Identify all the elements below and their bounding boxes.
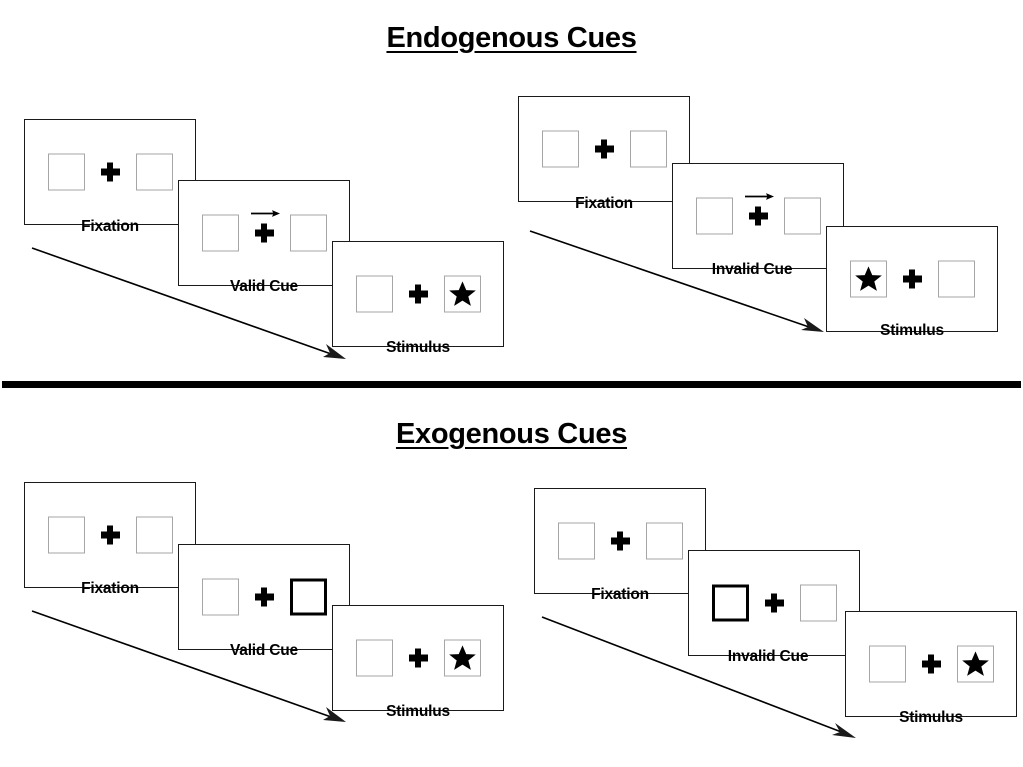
right-box: [443, 275, 481, 313]
left-box: [541, 130, 579, 168]
panel-label-fixation: Fixation: [591, 586, 649, 603]
right-box: [289, 214, 327, 252]
right-box: [629, 130, 667, 168]
panel-content: [673, 193, 843, 235]
panel-label-stimulus: Stimulus: [899, 709, 963, 726]
fixation-cross-icon: [254, 587, 274, 607]
panel-label-fixation: Fixation: [81, 218, 139, 235]
cue-slot: [744, 193, 774, 226]
right-box: [443, 639, 481, 677]
fixation-cross-icon: [902, 269, 922, 289]
panel-label-valid-cue: Valid Cue: [230, 278, 298, 295]
fixation-cross-icon: [100, 525, 120, 545]
cue-slot: [594, 139, 614, 159]
panel-label-fixation: Fixation: [81, 580, 139, 597]
panel-content: [689, 584, 859, 622]
star-icon: [448, 645, 476, 670]
panel-stimulus[interactable]: [332, 605, 504, 711]
panel-content: [179, 578, 349, 616]
panel-invalid-cue[interactable]: [688, 550, 860, 656]
panel-content: [25, 516, 195, 554]
fixation-cross-icon: [610, 531, 630, 551]
cue-slot: [250, 210, 280, 243]
section-endogenous: Endogenous Cues Fixation: [24, 22, 998, 359]
panel-label-fixation: Fixation: [575, 195, 633, 212]
time-flow-arrow: [31, 247, 346, 359]
cue-slot: [408, 284, 428, 304]
right-box: [799, 584, 837, 622]
panel-valid-cue[interactable]: [178, 180, 350, 286]
panel-content: [535, 522, 705, 560]
right-box: [135, 516, 173, 554]
panel-fixation[interactable]: [24, 119, 196, 225]
fixation-cross-icon: [254, 223, 274, 243]
right-box: [937, 260, 975, 298]
panel-content: [333, 275, 503, 313]
fixation-cross-icon: [408, 284, 428, 304]
fixation-cross-icon: [921, 654, 941, 674]
panel-stimulus[interactable]: [332, 241, 504, 347]
panel-content: [827, 260, 997, 298]
left-box: [355, 639, 393, 677]
panel-label-stimulus: Stimulus: [880, 322, 944, 339]
panel-fixation[interactable]: [24, 482, 196, 588]
arrow-right-icon: [250, 210, 280, 217]
panel-label-stimulus: Stimulus: [386, 339, 450, 356]
right-box: [645, 522, 683, 560]
panel-label-invalid-cue: Invalid Cue: [727, 648, 809, 665]
time-flow-arrow: [529, 230, 824, 332]
left-box: [868, 645, 906, 683]
panel-content: [25, 153, 195, 191]
panel-fixation[interactable]: [518, 96, 690, 202]
section-exogenous: Exogenous Cues Fixation Valid C: [0, 392, 1023, 767]
panel-label-invalid-cue: Invalid Cue: [711, 261, 793, 278]
panel-content: [519, 130, 689, 168]
panel-stimulus[interactable]: [826, 226, 998, 332]
left-box: [201, 214, 239, 252]
left-box: [47, 153, 85, 191]
star-icon: [961, 651, 989, 676]
fixation-cross-icon: [100, 162, 120, 182]
panel-content: [846, 645, 1016, 683]
fixation-cross-icon: [594, 139, 614, 159]
time-flow-arrow: [541, 616, 856, 738]
left-box: [355, 275, 393, 313]
fixation-cross-icon: [408, 648, 428, 668]
fixation-cross-icon: [748, 206, 768, 226]
right-box: [135, 153, 173, 191]
star-icon: [854, 266, 882, 291]
left-box: [695, 197, 733, 235]
fixation-cross-icon: [764, 593, 784, 613]
panel-label-stimulus: Stimulus: [386, 703, 450, 720]
cue-slot: [610, 531, 630, 551]
right-box: [956, 645, 994, 683]
time-flow-arrow: [31, 610, 346, 722]
panel-invalid-cue[interactable]: [672, 163, 844, 269]
panel-stimulus[interactable]: [845, 611, 1017, 717]
left-box: [47, 516, 85, 554]
cue-slot: [254, 587, 274, 607]
panel-fixation[interactable]: [534, 488, 706, 594]
section-title-endogenous: Endogenous Cues: [386, 22, 637, 54]
left-box-cued: [711, 584, 749, 622]
left-box: [849, 260, 887, 298]
panel-valid-cue[interactable]: [178, 544, 350, 650]
panel-content: [179, 210, 349, 252]
left-box: [557, 522, 595, 560]
cue-slot: [902, 269, 922, 289]
star-icon: [448, 281, 476, 306]
cue-slot: [100, 525, 120, 545]
section-divider: [2, 381, 1021, 388]
right-box-cued: [289, 578, 327, 616]
arrow-right-icon: [744, 193, 774, 200]
cue-slot: [100, 162, 120, 182]
cue-slot: [921, 654, 941, 674]
cue-slot: [408, 648, 428, 668]
cue-slot: [764, 593, 784, 613]
left-box: [201, 578, 239, 616]
panel-content: [333, 639, 503, 677]
section-title-exogenous: Exogenous Cues: [395, 418, 628, 450]
panel-label-valid-cue: Valid Cue: [230, 642, 298, 659]
right-box: [783, 197, 821, 235]
